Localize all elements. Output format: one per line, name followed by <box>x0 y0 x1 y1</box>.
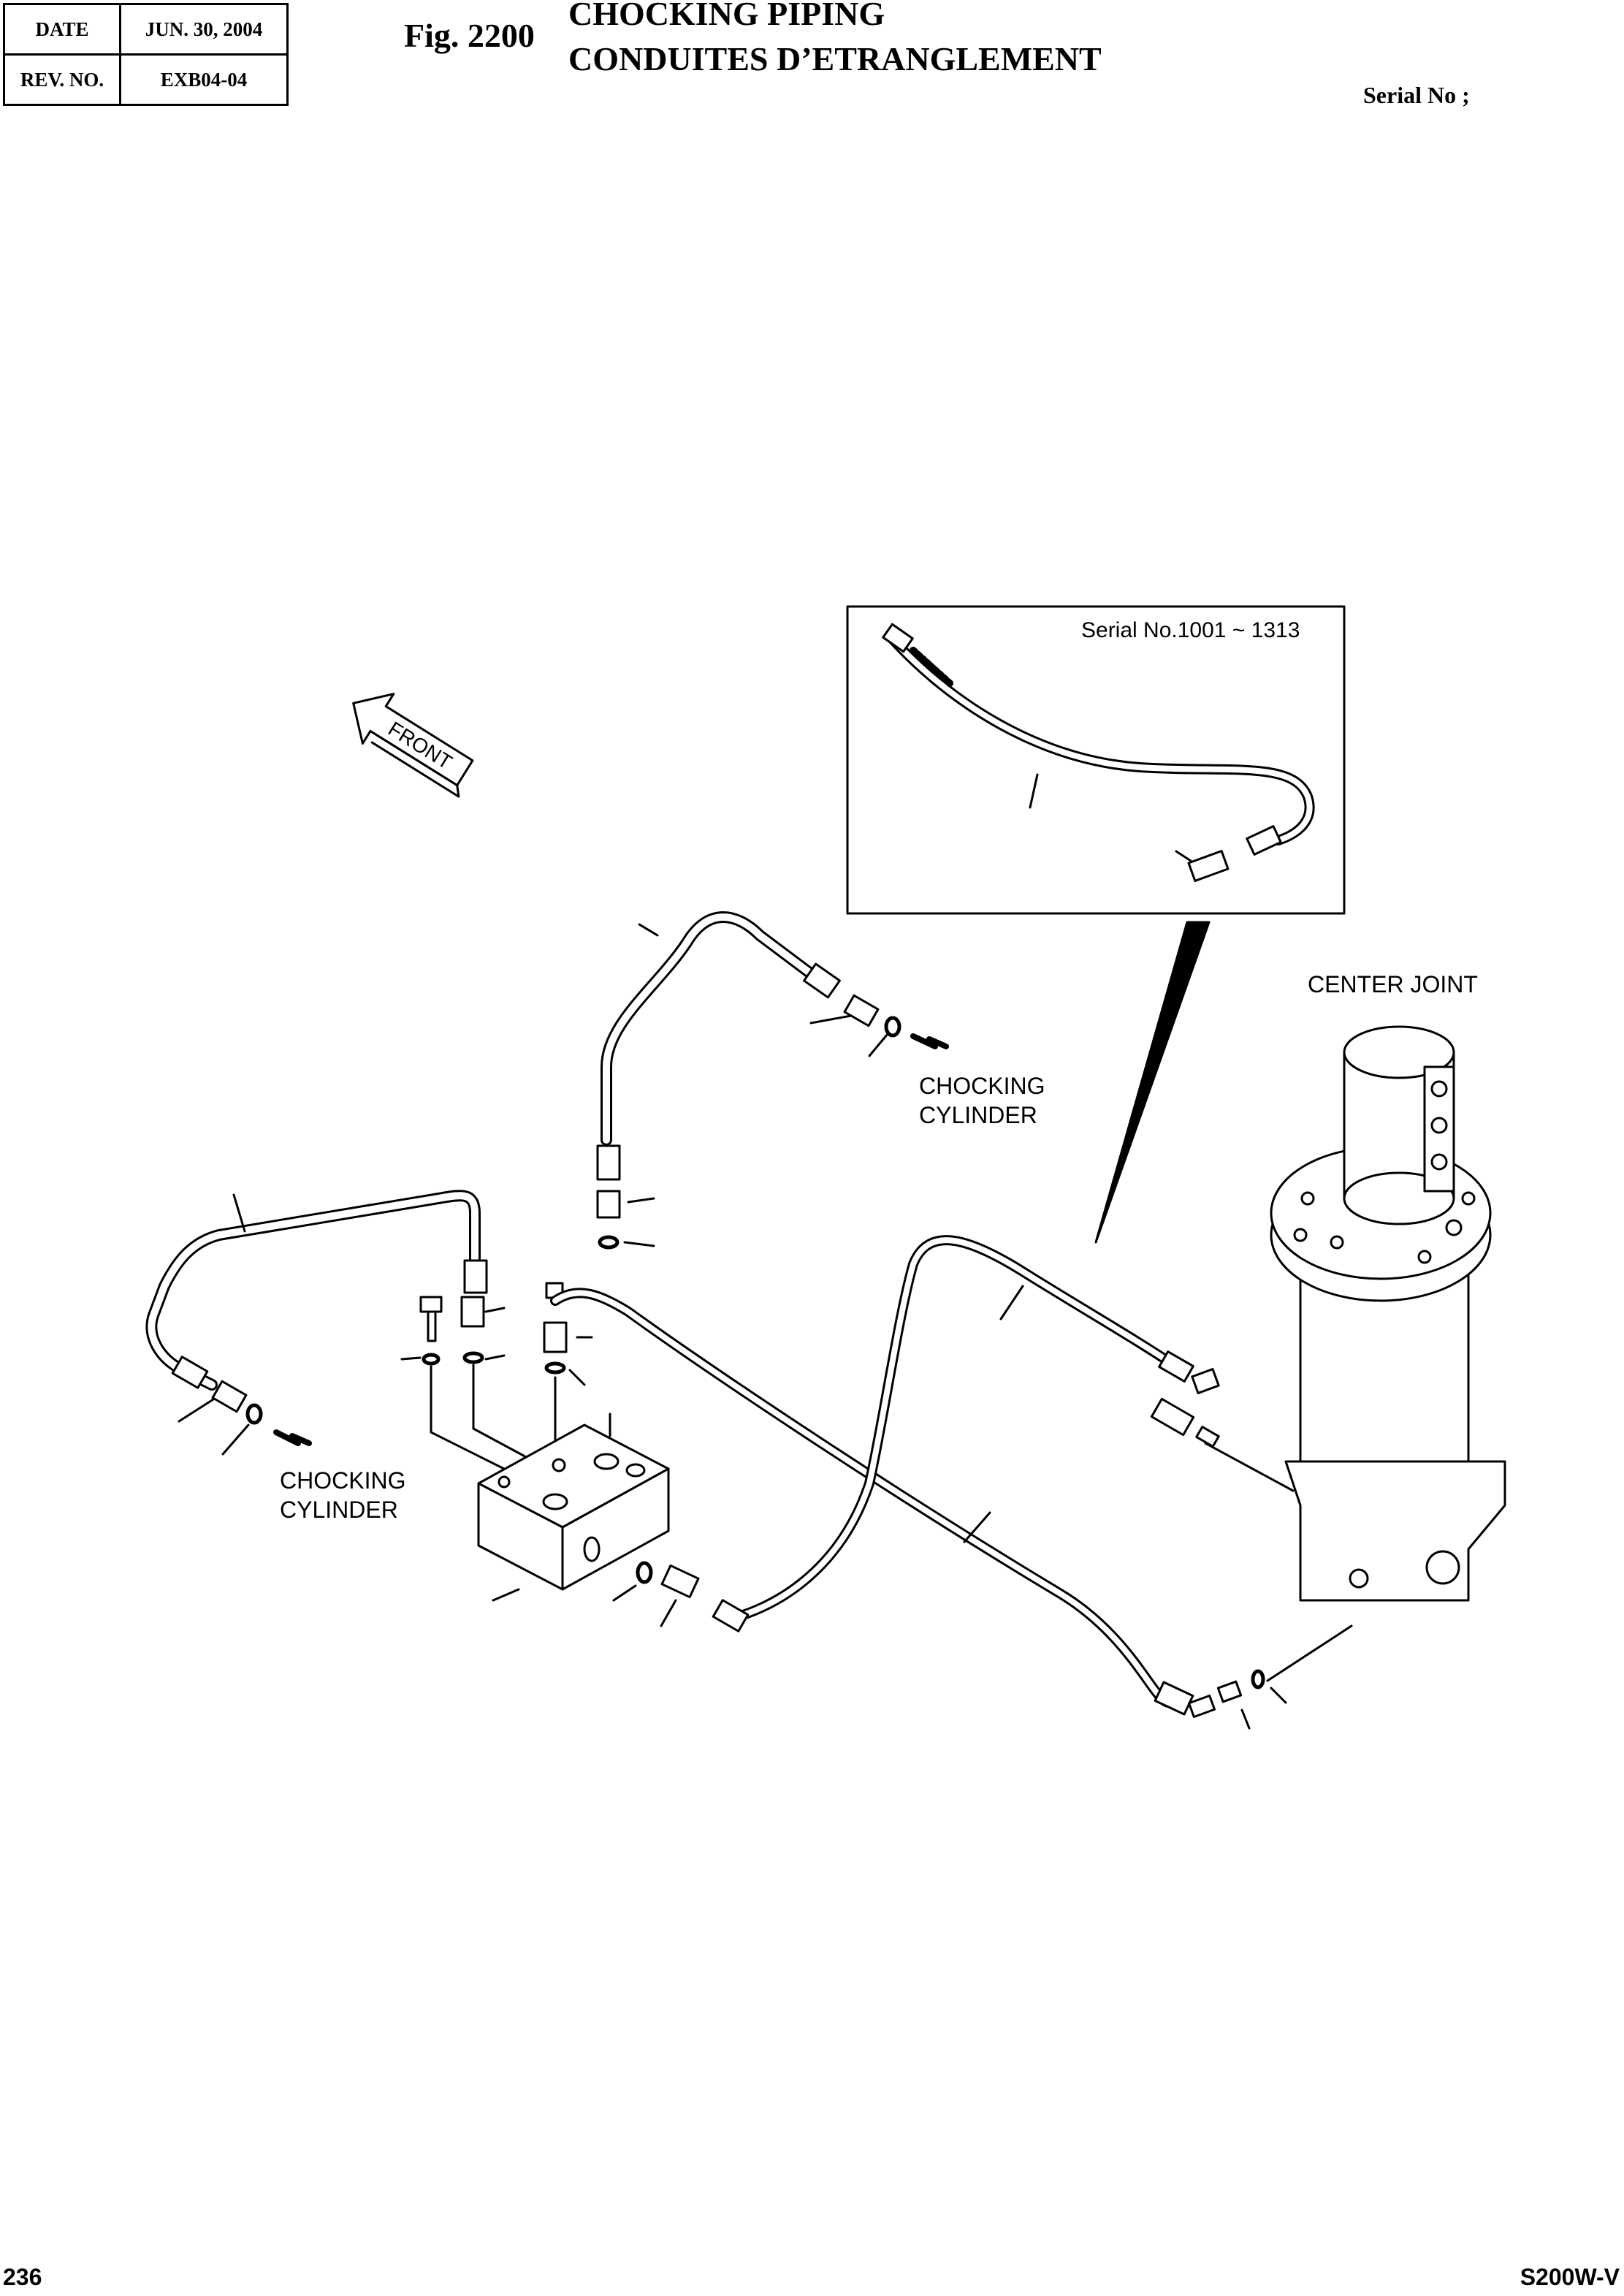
pipe-upper <box>596 911 901 1250</box>
date-value: JUN. 30, 2004 <box>119 3 289 56</box>
pipe-left <box>145 1190 488 1456</box>
serial-number-label: Serial No ; <box>1363 82 1470 108</box>
center-joint <box>1270 1025 1506 1602</box>
figure-number: Fig. 2200 <box>404 17 535 54</box>
date-label: DATE <box>3 3 121 56</box>
manifold-block <box>477 1423 670 1602</box>
inset-pointer <box>1094 921 1211 1244</box>
outlet-fittings <box>612 1561 700 1627</box>
front-arrow: FRONT <box>352 693 474 798</box>
inset-serial-label: Serial No.1001 ~ 1313 <box>1081 618 1300 642</box>
cylinder-label-upper-1: CHOCKING <box>919 1073 1045 1099</box>
hose-upper <box>712 1235 1295 1632</box>
arrow-upper-cylinder <box>910 1033 949 1049</box>
figure-title-fr: CONDUITES D’ETRANGLEMENT <box>568 40 1102 77</box>
inset-detail: Serial No.1001 ~ 1313 <box>846 605 1346 915</box>
cylinder-label-upper-2: CYLINDER <box>919 1102 1037 1128</box>
revision-table: DATE JUN. 30, 2004 REV. NO. EXB04-04 <box>3 3 289 106</box>
arrow-lower-cylinder <box>273 1429 312 1446</box>
hose-lower <box>550 1288 1353 1730</box>
cylinder-label-lower-1: CHOCKING <box>280 1467 405 1494</box>
block-fittings <box>400 1282 611 1485</box>
cylinder-label-lower-2: CYLINDER <box>280 1497 398 1523</box>
rev-value: EXB04-04 <box>119 53 289 106</box>
model-number: S200W-V <box>1520 2264 1620 2290</box>
center-joint-label: CENTER JOINT <box>1308 971 1478 997</box>
rev-label: REV. NO. <box>3 53 121 106</box>
page-number: 236 <box>3 2264 42 2290</box>
figure-title-en: CHOCKING PIPING <box>568 0 885 32</box>
